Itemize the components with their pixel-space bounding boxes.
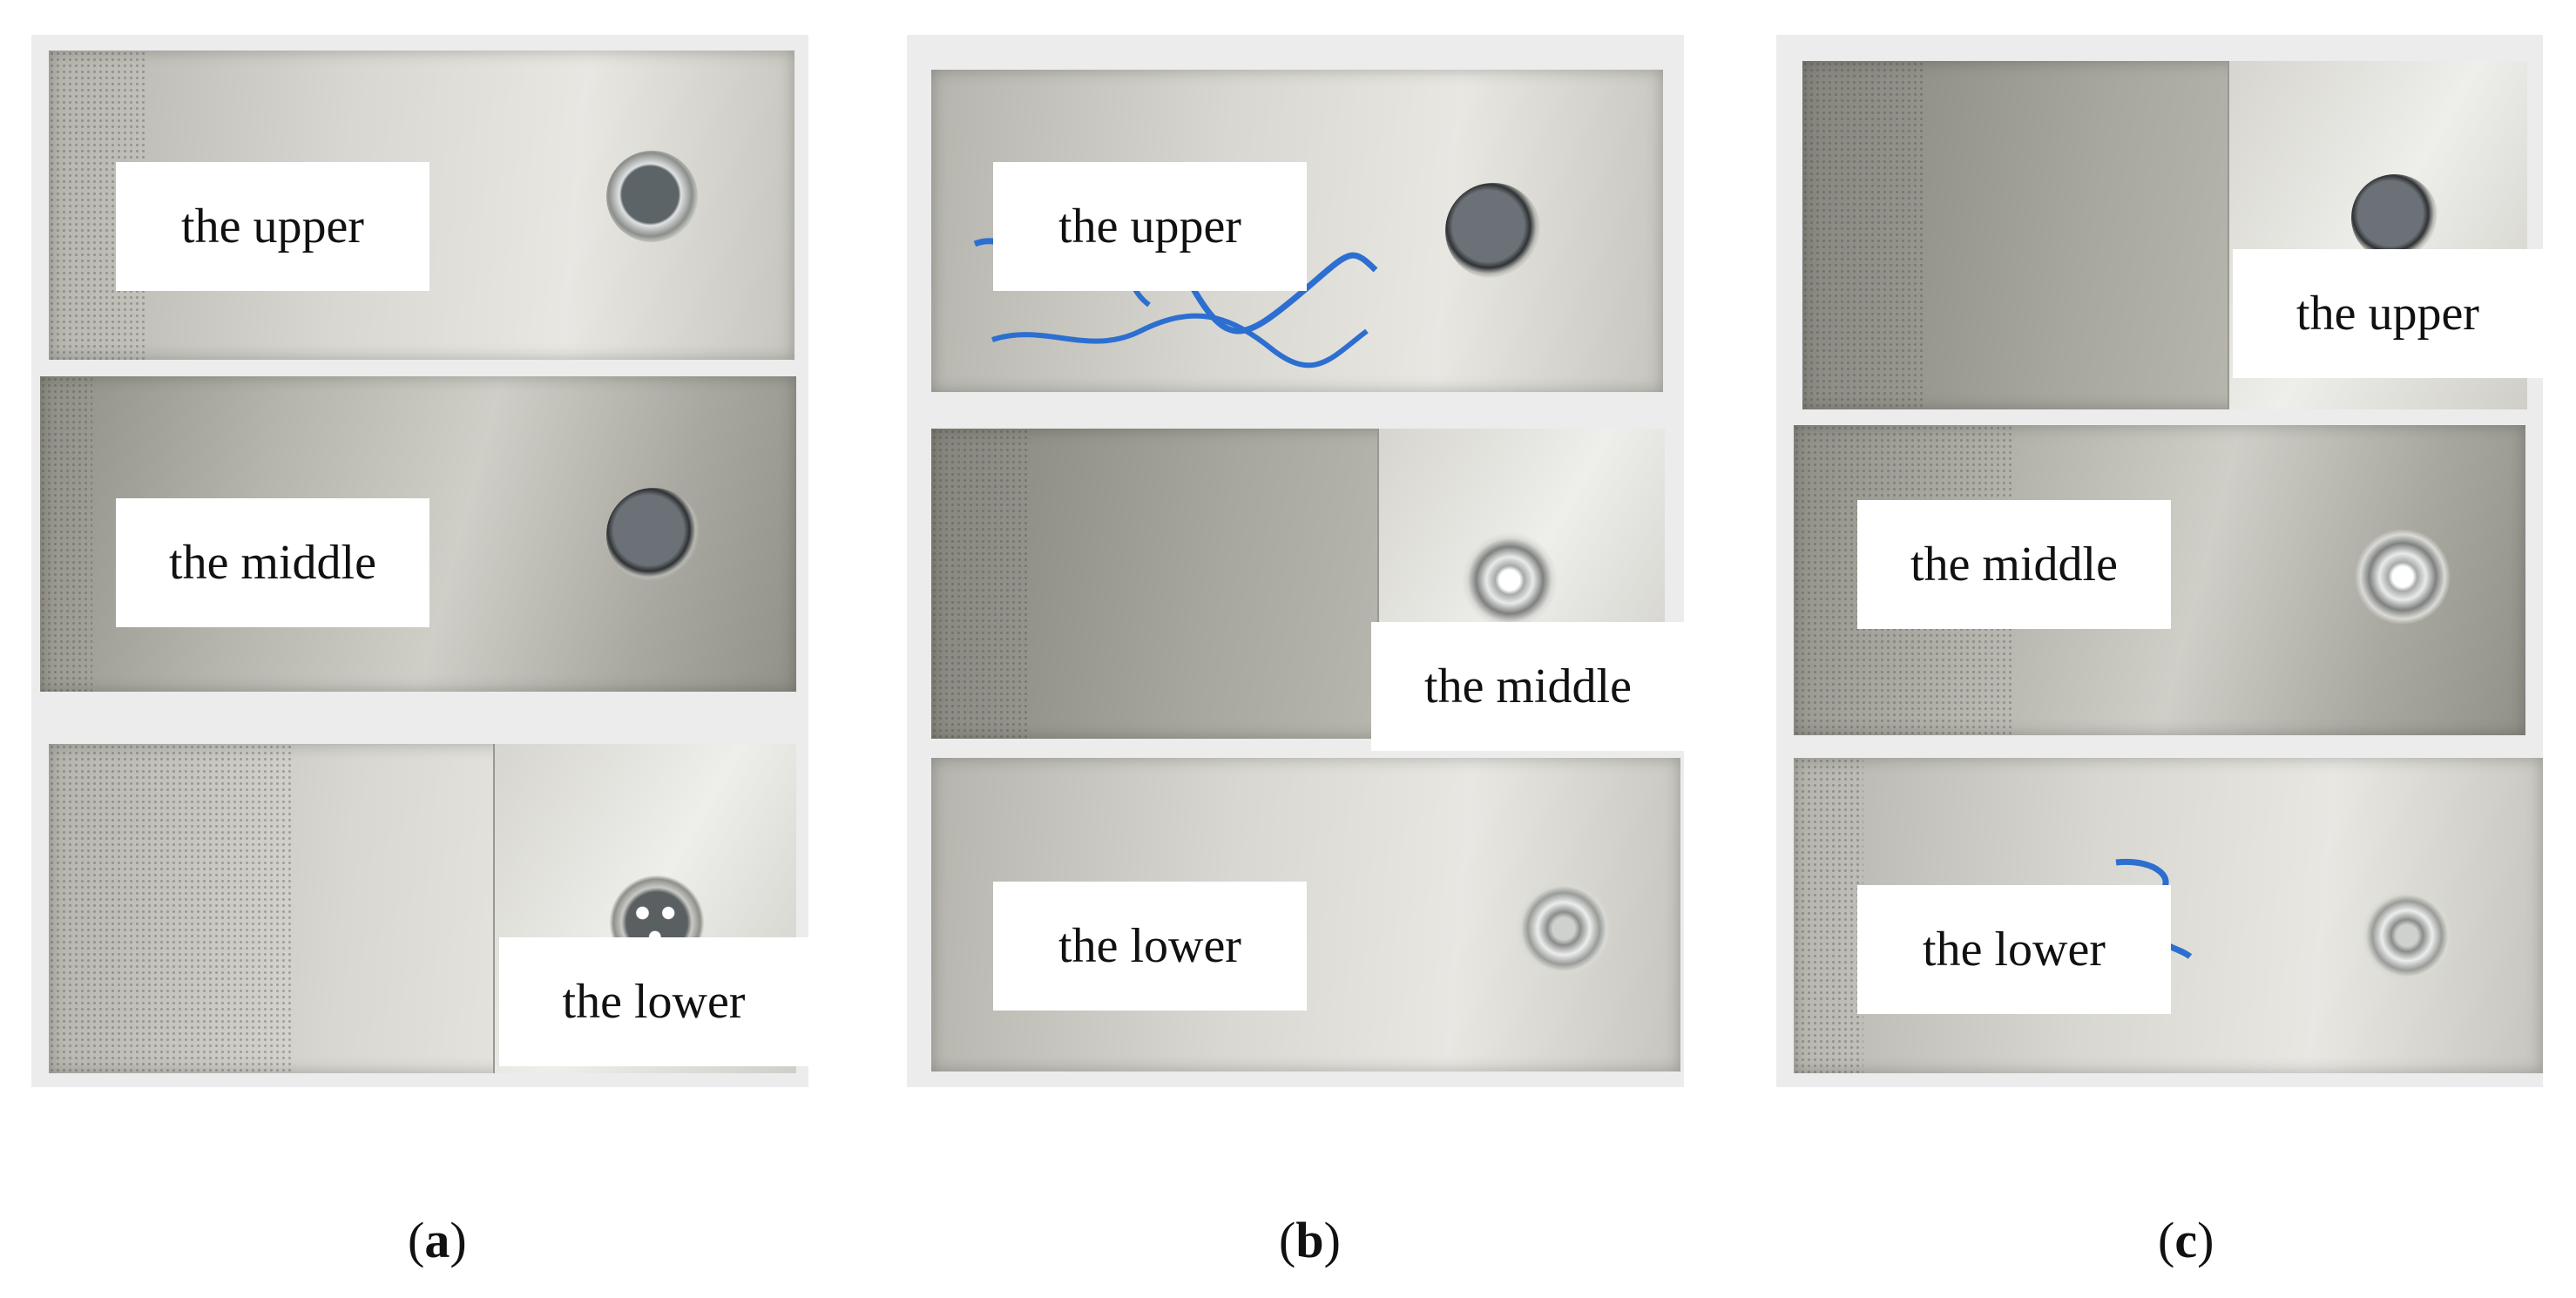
- caption-open-paren: (: [1279, 1212, 1296, 1268]
- knurled-texture: [1802, 61, 1924, 409]
- caption-letter: b: [1295, 1212, 1324, 1268]
- metal-sheet-lower: [1794, 758, 2543, 1073]
- caption-b: (b): [1279, 1211, 1341, 1269]
- label-upper-c: the upper: [2233, 249, 2543, 378]
- caption-open-paren: (: [408, 1212, 425, 1268]
- caption-a: (a): [408, 1211, 467, 1269]
- label-upper-b: the upper: [993, 162, 1307, 291]
- caption-open-paren: (: [2158, 1212, 2175, 1268]
- rivet-joint: [2351, 174, 2438, 261]
- caption-c: (c): [2158, 1211, 2214, 1269]
- knurled-texture: [1794, 758, 1863, 1073]
- knurled-texture: [931, 429, 1027, 739]
- caption-letter: a: [424, 1212, 450, 1268]
- caption-close-paren: ): [450, 1212, 467, 1268]
- label-lower-a: the lower: [499, 937, 808, 1066]
- caption-close-paren: ): [1323, 1212, 1341, 1268]
- knurled-texture: [49, 744, 293, 1073]
- label-middle-b: the middle: [1371, 622, 1685, 751]
- knurled-texture: [40, 376, 92, 692]
- label-lower-c: the lower: [1857, 885, 2171, 1014]
- caption-letter: c: [2174, 1212, 2198, 1268]
- rivet-joint: [1458, 529, 1561, 632]
- rivet-joint: [2351, 525, 2454, 628]
- rivet-joint: [1445, 183, 1541, 279]
- label-middle-a: the middle: [116, 498, 429, 627]
- rivet-joint: [606, 488, 700, 582]
- label-lower-b: the lower: [993, 882, 1307, 1011]
- label-upper-a: the upper: [116, 162, 429, 291]
- caption-close-paren: ): [2197, 1212, 2214, 1268]
- rivet-joint: [606, 151, 698, 242]
- label-middle-c: the middle: [1857, 500, 2171, 629]
- rivet-joint: [2360, 889, 2454, 983]
- rivet-joint: [1515, 880, 1613, 977]
